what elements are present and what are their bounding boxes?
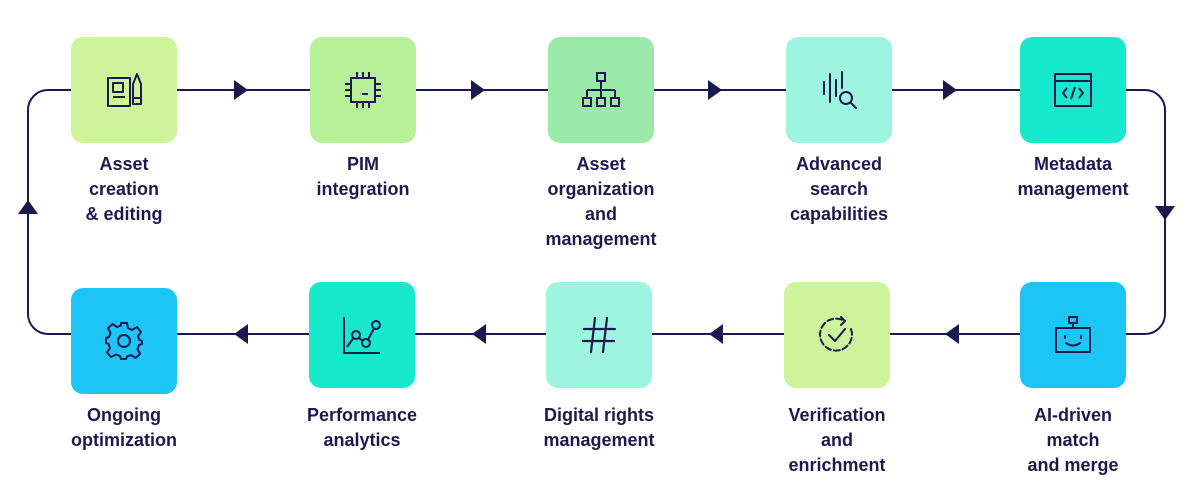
step-label-asset-creation: Asset creation & editing xyxy=(85,154,163,224)
check-cycle-icon xyxy=(819,316,853,352)
arrowhead-6 xyxy=(945,324,959,344)
hierarchy-icon xyxy=(582,72,620,107)
step-tile-digital-rights xyxy=(546,282,652,388)
arrowhead-5 xyxy=(1155,206,1175,220)
step-label-pim-integration: PIM integration xyxy=(316,154,410,199)
step-tile-pim-integration xyxy=(310,37,416,143)
step-label-asset-organization: Asset organization and management xyxy=(545,154,657,249)
line-chart-icon xyxy=(343,317,381,354)
step-label-digital-rights: Digital rights management xyxy=(543,405,655,450)
chip-icon xyxy=(345,72,381,108)
step-label-verification: Verification and enrichment xyxy=(788,405,886,475)
step-label-performance-analytics: Performance analytics xyxy=(306,405,418,450)
step-label-ongoing-optimization: Ongoing optimization xyxy=(71,405,177,450)
asset-edit-icon xyxy=(107,73,142,107)
code-window-icon xyxy=(1054,73,1092,107)
step-tile-metadata-management xyxy=(1020,37,1126,143)
arrowhead-8 xyxy=(472,324,486,344)
step-tile-asset-creation xyxy=(71,37,177,143)
robot-icon xyxy=(1055,316,1091,353)
step-tile-ongoing-optimization xyxy=(71,288,177,394)
arrowhead-9 xyxy=(234,324,248,344)
gear-icon xyxy=(105,322,143,360)
connector-5-6 xyxy=(1126,89,1166,335)
arrowhead-3 xyxy=(708,80,722,100)
step-tile-verification xyxy=(784,282,890,388)
step-label-ai-match-merge: AI-driven match and merge xyxy=(1027,405,1119,475)
step-tile-asset-organization xyxy=(548,37,654,143)
step-tile-advanced-search xyxy=(786,37,892,143)
arrowhead-10 xyxy=(18,200,38,214)
arrowhead-2 xyxy=(471,80,485,100)
step-label-metadata-management: Metadata management xyxy=(1017,154,1129,199)
arrowhead-7 xyxy=(709,324,723,344)
search-waveform-icon xyxy=(823,71,857,109)
step-tile-performance-analytics xyxy=(309,282,415,388)
hashtag-icon xyxy=(581,316,617,354)
arrowhead-4 xyxy=(943,80,957,100)
arrowhead-1 xyxy=(234,80,248,100)
step-tile-ai-match-merge xyxy=(1020,282,1126,388)
step-label-advanced-search: Advanced search capabilities xyxy=(789,154,889,224)
